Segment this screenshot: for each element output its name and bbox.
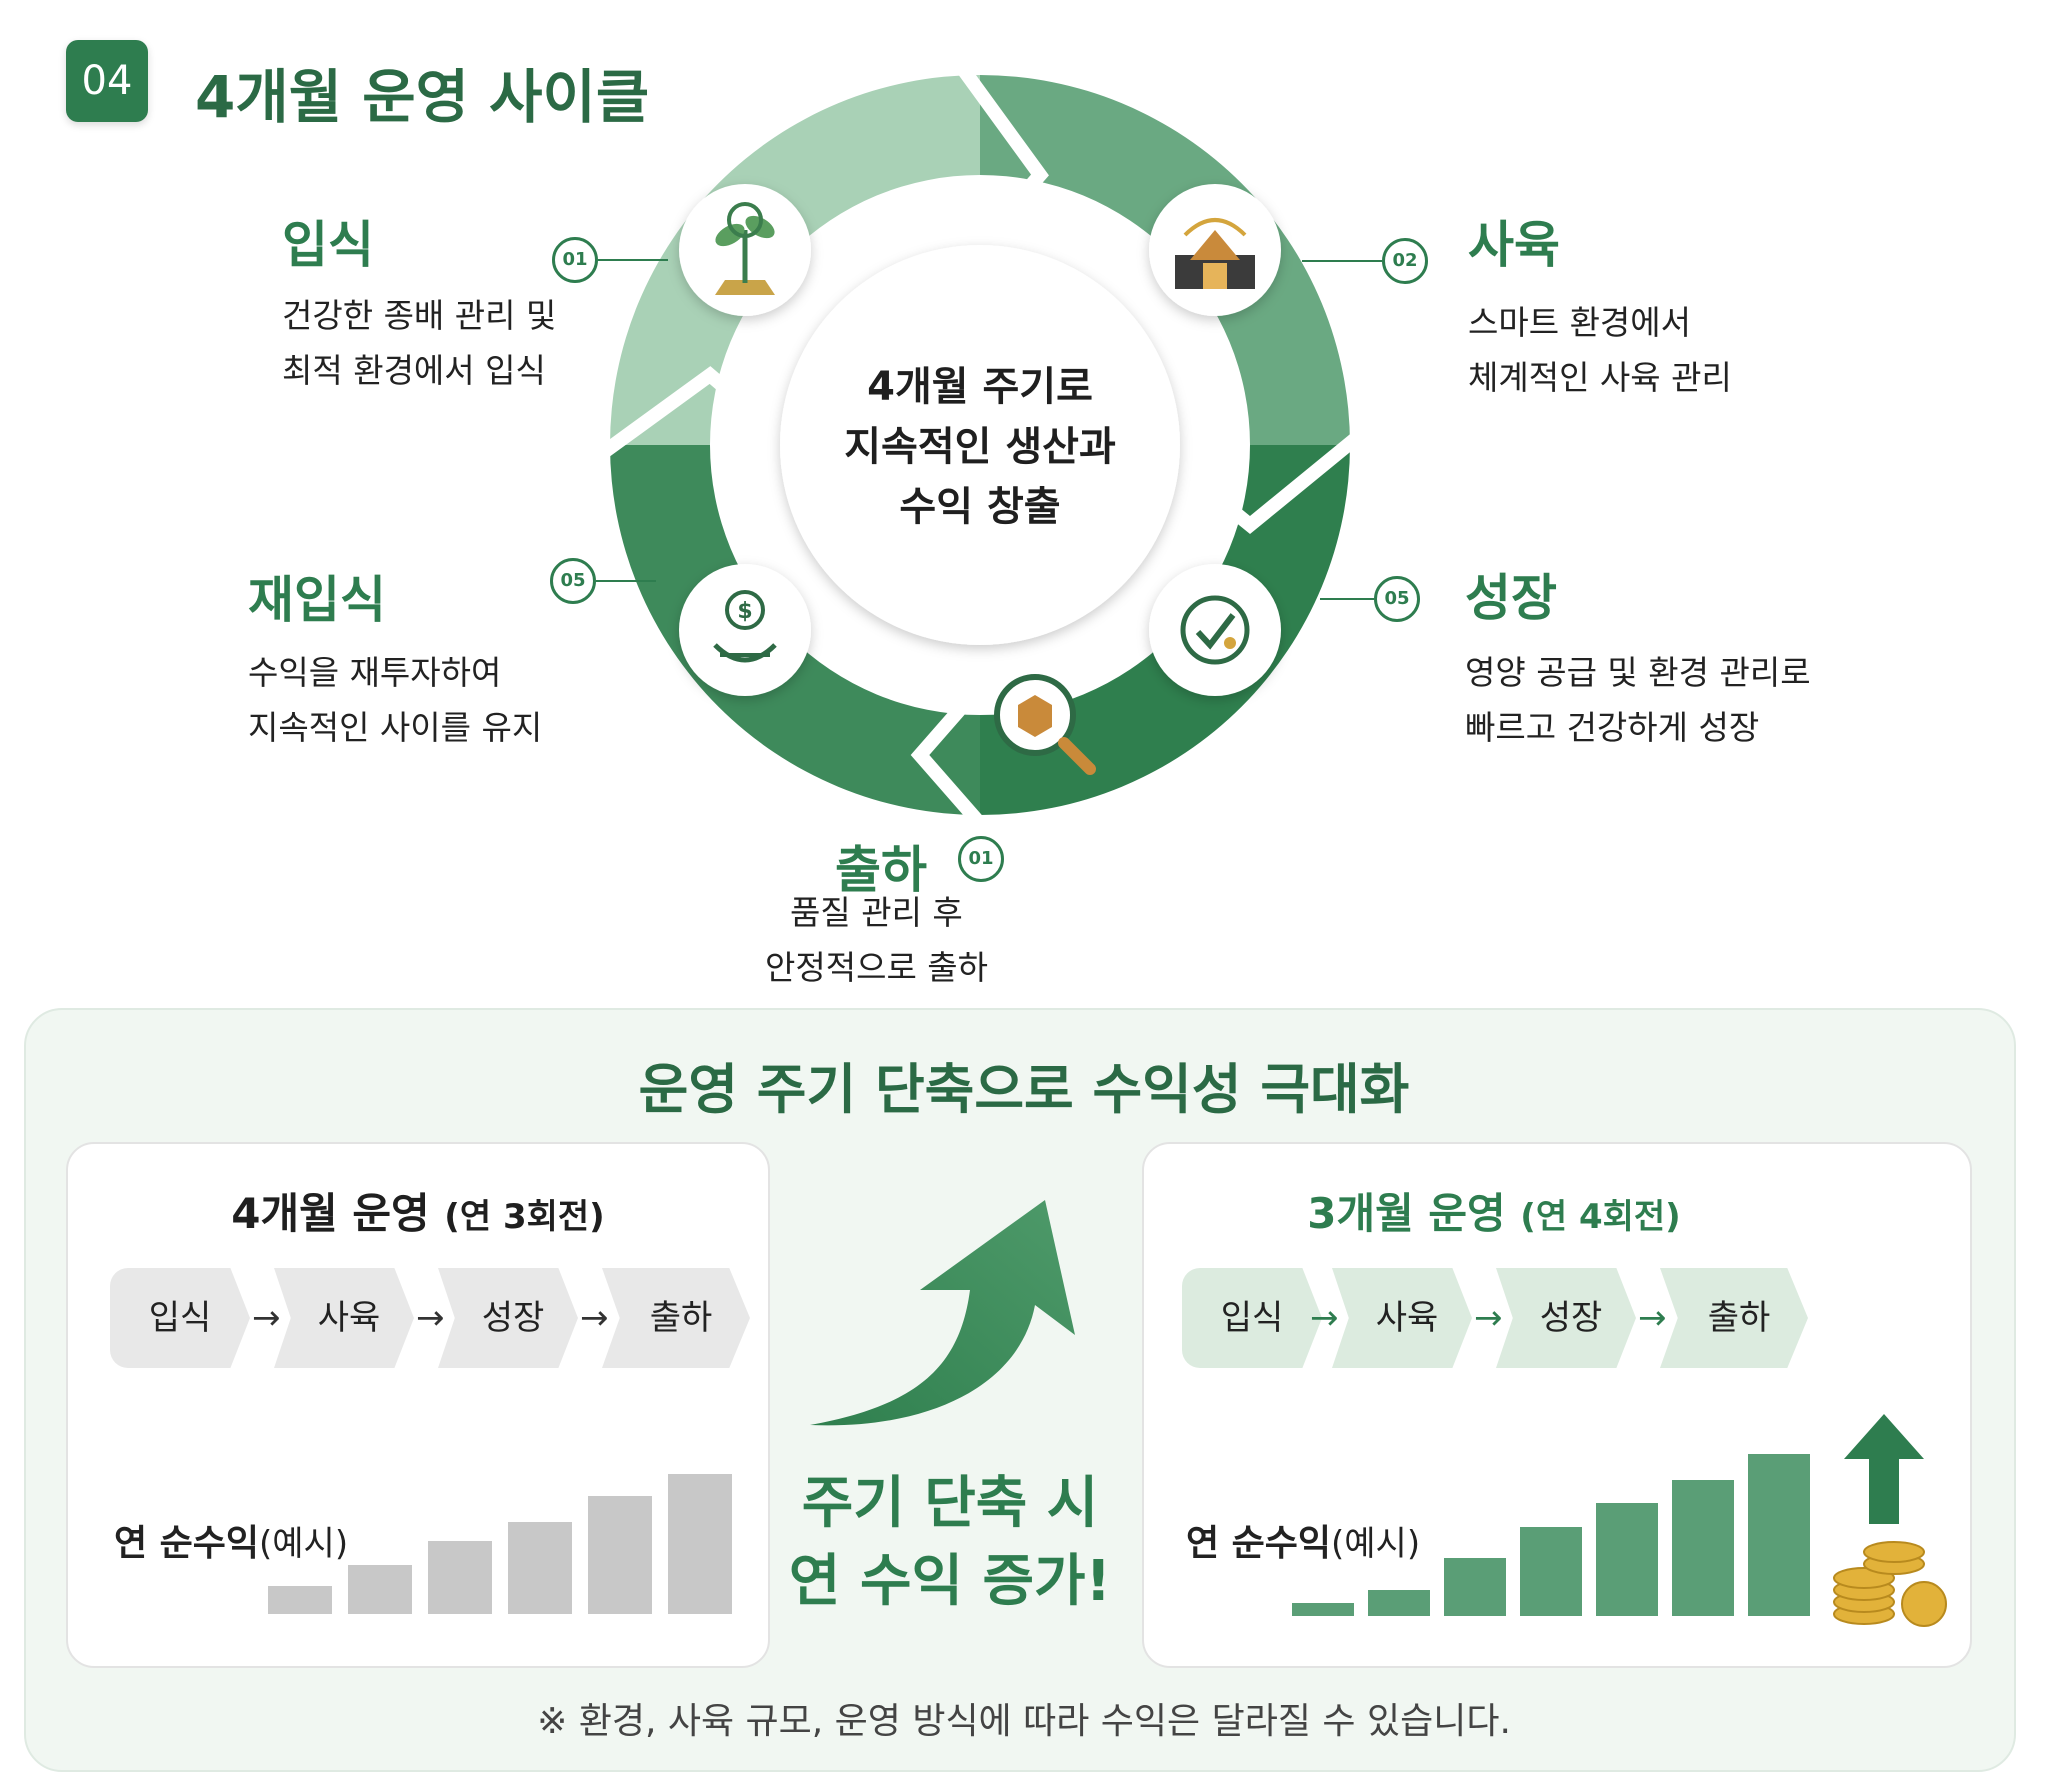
section-number-badge: 04	[66, 40, 148, 122]
center-message-line-2: 연 수익 증가!	[788, 1549, 1112, 1614]
step-title-shipping: 출하	[835, 841, 927, 899]
cycle-center-line-1: 4개월 주기로	[867, 364, 1093, 410]
profit-bar	[588, 1496, 652, 1614]
flow-step: 성장	[1496, 1268, 1636, 1368]
profit-label-note: (예시)	[1331, 1524, 1421, 1564]
flow-step: 출하	[1660, 1268, 1808, 1368]
card-3-month-title: 3개월 운영 (연 4회전)	[1144, 1180, 1844, 1241]
flow-step: 사육	[274, 1268, 414, 1368]
profit-bars-4-month	[268, 1474, 738, 1614]
footnote: ※ 환경, 사육 규모, 운영 방식에 따라 수익은 달라질 수 있습니다.	[537, 1701, 1511, 1742]
profit-label-main: 연 순수익	[114, 1523, 260, 1564]
profit-bar	[1520, 1527, 1582, 1616]
growth-arrow-icon	[810, 1200, 1075, 1426]
flow-arrow: →	[1310, 1298, 1339, 1338]
profit-bar	[508, 1522, 572, 1614]
leader-line-restocking	[596, 580, 656, 582]
leader-line-raising	[1302, 260, 1382, 262]
step-desc-restocking-2: 지속적인 사이를 유지	[248, 708, 543, 747]
card-4-month: 4개월 운영 (연 3회전) 입식 → 사육 → 성장 → 출하 연 순수익(예…	[66, 1142, 770, 1668]
flow-step: 입식	[110, 1268, 250, 1368]
profit-bar	[348, 1565, 412, 1614]
step-desc-shipping-2: 안정적으로 출하	[765, 948, 989, 987]
profit-bar	[1444, 1558, 1506, 1616]
step-number-raising: 02	[1382, 238, 1428, 284]
sprout-icon	[679, 184, 811, 316]
cycle-center-line-2: 지속적인 생산과	[844, 424, 1116, 470]
profit-bar	[1292, 1603, 1354, 1616]
profit-label-main: 연 순수익	[1186, 1523, 1332, 1564]
smart-farm-icon	[1149, 184, 1281, 316]
cycle-segment-stocking	[610, 75, 980, 445]
profit-bar	[1672, 1480, 1734, 1616]
flow-step: 입식	[1182, 1268, 1322, 1368]
step-desc-stocking-1: 건강한 종배 관리 및	[282, 296, 557, 335]
leader-line-stocking	[598, 259, 668, 261]
profit-bar	[268, 1586, 332, 1614]
step-desc-shipping-1: 품질 관리 후	[790, 893, 963, 932]
flow-arrow: →	[1474, 1298, 1503, 1338]
coins-up-arrow-icon	[1833, 1414, 1947, 1627]
flow-arrow: →	[1638, 1298, 1667, 1338]
flow-arrow: →	[252, 1298, 281, 1338]
step-title-restocking: 재입식	[248, 571, 386, 629]
cycle-segment-restocking	[610, 445, 980, 815]
process-flow-4-month: 입식 → 사육 → 성장 → 출하	[110, 1268, 750, 1368]
profit-label-3-month: 연 순수익(예시)	[1186, 1514, 1420, 1566]
step-number-stocking: 01	[552, 237, 598, 283]
comparison-title: 운영 주기 단축으로 수익성 극대화	[638, 1058, 1410, 1121]
step-desc-stocking-2: 최적 환경에서 입식	[282, 351, 546, 390]
step-desc-restocking-1: 수익을 재투자하여	[248, 653, 502, 692]
process-flow-3-month: 입식 → 사육 → 성장 → 출하	[1182, 1268, 1822, 1368]
profit-bar	[1748, 1454, 1810, 1616]
step-title-growth: 성장	[1465, 569, 1557, 627]
step-desc-growth-1: 영양 공급 및 환경 관리로	[1465, 653, 1811, 692]
leader-line-growth	[1320, 598, 1374, 600]
card-4-month-title-main: 4개월 운영	[231, 1189, 430, 1238]
inspection-box-icon	[994, 674, 1096, 775]
card-3-month-title-main: 3개월 운영	[1307, 1189, 1506, 1238]
profit-bar	[1368, 1590, 1430, 1616]
card-3-month: 3개월 운영 (연 4회전) 입식 → 사육 → 성장 → 출하 연 순수익(예…	[1142, 1142, 1972, 1668]
card-3-month-subtitle: (연 4회전)	[1520, 1197, 1681, 1237]
center-message: 주기 단축 시 연 수익 증가!	[760, 1465, 1140, 1621]
step-title-raising: 사육	[1468, 216, 1560, 274]
step-number-restocking: 05	[550, 558, 596, 604]
svg-text:$: $	[737, 599, 752, 624]
growth-check-icon	[1149, 564, 1281, 696]
cycle-center-line-3: 수익 창출	[899, 484, 1060, 530]
step-desc-raising-1: 스마트 환경에서	[1468, 303, 1692, 342]
profit-bars-3-month	[1292, 1454, 1810, 1616]
flow-arrow: →	[580, 1298, 609, 1338]
page-title: 4개월 운영 사이클	[195, 63, 650, 131]
profit-bar	[668, 1474, 732, 1614]
profit-label-note: (예시)	[259, 1524, 349, 1564]
flow-arrow: →	[416, 1298, 445, 1338]
card-4-month-title: 4개월 운영 (연 3회전)	[68, 1180, 768, 1241]
center-message-line-1: 주기 단축 시	[801, 1471, 1099, 1536]
flow-step: 출하	[602, 1268, 750, 1368]
reinvest-money-icon: $	[679, 564, 811, 696]
cycle-diagram: 4개월 주기로 지속적인 생산과 수익 창출 $	[595, 60, 1365, 835]
card-4-month-subtitle: (연 3회전)	[444, 1197, 605, 1237]
step-number-shipping: 01	[958, 836, 1004, 882]
profit-bar	[428, 1541, 492, 1614]
profit-bar	[1596, 1503, 1658, 1616]
step-number-growth: 05	[1374, 576, 1420, 622]
step-desc-raising-2: 체계적인 사육 관리	[1468, 358, 1732, 397]
profit-label-4-month: 연 순수익(예시)	[114, 1514, 348, 1566]
flow-step: 성장	[438, 1268, 578, 1368]
cycle-segment-raising	[980, 75, 1350, 445]
step-title-stocking: 입식	[282, 216, 374, 274]
step-desc-growth-2: 빠르고 건강하게 성장	[1465, 708, 1760, 747]
flow-step: 사육	[1332, 1268, 1472, 1368]
